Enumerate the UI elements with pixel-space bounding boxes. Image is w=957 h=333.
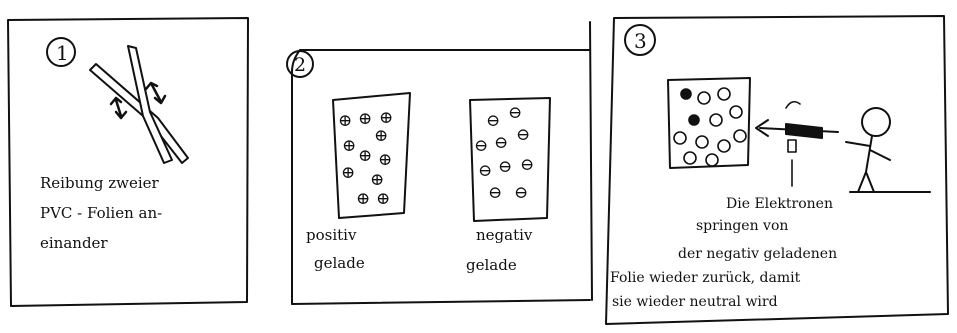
panel-1-caption: Reibung zweier PVC - Folien an- einander bbox=[40, 174, 167, 252]
electron-flow-arrow-icon bbox=[756, 120, 838, 138]
negative-charge: ⊖ bbox=[514, 183, 528, 203]
positive-charge: ⊕ bbox=[379, 108, 393, 128]
person-body bbox=[866, 136, 872, 172]
electron-source bbox=[786, 102, 800, 186]
panel-1-frame bbox=[8, 18, 248, 306]
person-leg bbox=[858, 172, 866, 192]
panel-3-number: 3 bbox=[634, 29, 647, 53]
panel-1: 1 Reibung zweier PVC - Folien an- einand… bbox=[8, 18, 248, 306]
negative-charge: ⊖ bbox=[508, 103, 522, 123]
positive-charge: ⊕ bbox=[341, 163, 355, 183]
negative-charge: ⊖ bbox=[498, 157, 512, 177]
foil-charges bbox=[674, 88, 746, 166]
person-arm bbox=[870, 150, 890, 160]
person-arm bbox=[846, 142, 870, 146]
panel-1-number: 1 bbox=[56, 41, 69, 65]
charge-circle bbox=[706, 154, 718, 166]
person-figure bbox=[846, 108, 930, 192]
filled-charge-dot bbox=[689, 115, 699, 125]
charge-circle bbox=[730, 106, 742, 118]
filled-charge-dot bbox=[681, 89, 691, 99]
positive-charge: ⊕ bbox=[378, 150, 392, 170]
positive-charge: ⊕ bbox=[374, 126, 388, 146]
panel-3-caption: Die Elektronen springen von der negativ … bbox=[610, 196, 842, 310]
positive-charge: ⊕ bbox=[358, 109, 372, 129]
negative-charge: ⊖ bbox=[474, 136, 488, 156]
negative-charge: ⊖ bbox=[516, 125, 530, 145]
negative-charge: ⊖ bbox=[488, 183, 502, 203]
charge-circle bbox=[674, 132, 686, 144]
negative-charges: ⊖ ⊖ ⊖ ⊖ ⊖ ⊖ ⊖ ⊖ ⊖ ⊖ bbox=[474, 103, 534, 203]
charge-circle bbox=[734, 130, 746, 142]
positive-charge: ⊕ bbox=[338, 111, 352, 131]
charge-circle bbox=[718, 140, 730, 152]
panel-2-frame-right bbox=[590, 22, 592, 300]
panel-2-frame-left bbox=[292, 50, 300, 304]
charge-circle bbox=[696, 136, 708, 148]
positive-foil-label: positiv gelade bbox=[306, 226, 365, 272]
charge-circle bbox=[718, 88, 730, 100]
person-head bbox=[862, 108, 890, 136]
rubbing-arrow-left-icon bbox=[111, 98, 126, 118]
positive-charge: ⊕ bbox=[358, 146, 372, 166]
rubbing-arrow-right-icon bbox=[146, 83, 165, 103]
negative-foil-label: negativ gelade bbox=[466, 226, 537, 274]
panel-3: 3 bbox=[606, 16, 948, 324]
charge-circle bbox=[710, 114, 722, 126]
positive-charge: ⊕ bbox=[370, 170, 384, 190]
panel-2-number: 2 bbox=[294, 54, 306, 76]
panel-2: 2 ⊕ ⊕ ⊕ ⊕ ⊕ ⊕ ⊕ ⊕ ⊕ ⊕ ⊕ ⊖ ⊖ ⊖ ⊖ ⊖ ⊖ ⊖ ⊖ … bbox=[287, 22, 592, 304]
negative-charge: ⊖ bbox=[486, 111, 500, 131]
positive-charge: ⊕ bbox=[376, 189, 390, 209]
charge-circle bbox=[684, 152, 696, 164]
charge-circle bbox=[698, 92, 710, 104]
negative-charge: ⊖ bbox=[478, 161, 492, 181]
panel-2-frame-bottom bbox=[292, 300, 590, 304]
positive-charge: ⊕ bbox=[342, 136, 356, 156]
positive-charges: ⊕ ⊕ ⊕ ⊕ ⊕ ⊕ ⊕ ⊕ ⊕ ⊕ ⊕ bbox=[338, 108, 393, 209]
positive-charge: ⊕ bbox=[356, 189, 370, 209]
negative-charge: ⊖ bbox=[520, 155, 534, 175]
person-leg bbox=[866, 172, 874, 192]
negative-charge: ⊖ bbox=[494, 133, 508, 153]
